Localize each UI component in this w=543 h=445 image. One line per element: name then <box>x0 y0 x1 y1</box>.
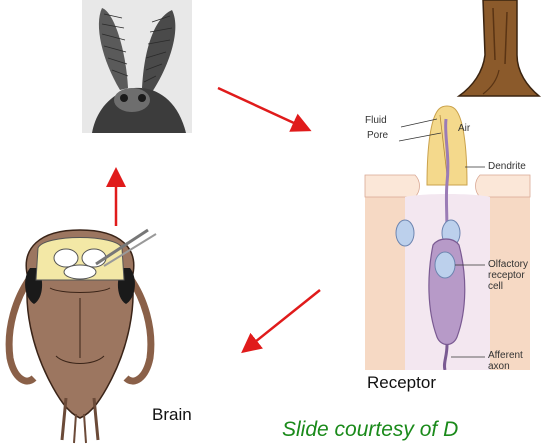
slide-credit: Slide courtesy of D <box>282 418 458 442</box>
arrow-moth-to-receptor <box>218 88 307 129</box>
arrow-receptor-to-brain <box>245 290 320 350</box>
